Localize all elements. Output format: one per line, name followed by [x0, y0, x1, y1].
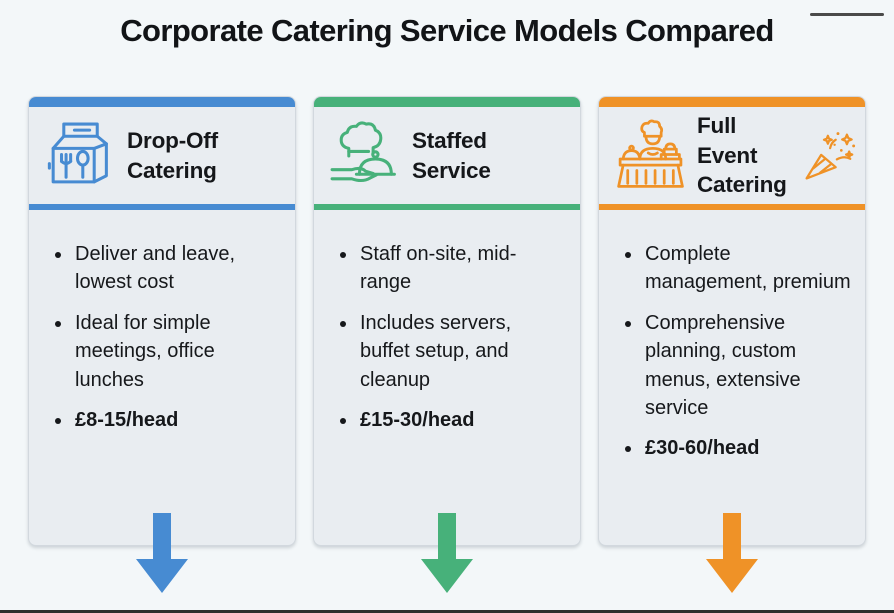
card-divider	[314, 204, 580, 210]
bullet-item: Complete management, premium	[643, 240, 851, 297]
card-header: Drop-Off Catering	[29, 107, 295, 204]
down-arrow-icon	[421, 513, 473, 593]
bullet-list: Deliver and leave, lowest cost Ideal for…	[53, 240, 281, 434]
card-header: Full Event Catering	[599, 107, 865, 204]
card-divider	[599, 204, 865, 210]
card-header: Staffed Service	[314, 107, 580, 204]
card-column-staffed: Staffed Service Staff on-site, mid-range…	[313, 96, 581, 593]
card-staffed: Staffed Service Staff on-site, mid-range…	[313, 96, 581, 546]
down-arrow-icon	[136, 513, 188, 593]
price-item: £8-15/head	[73, 406, 281, 434]
card-body: Deliver and leave, lowest cost Ideal for…	[29, 210, 295, 434]
card-full-event: Full Event Catering	[598, 96, 866, 546]
bullet-item: Staff on-site, mid-range	[358, 240, 566, 297]
card-title: Full Event Catering	[697, 112, 787, 198]
bullet-item: Comprehensive planning, custom menus, ex…	[643, 309, 851, 423]
party-popper-icon	[805, 131, 856, 180]
card-title: Drop-Off Catering	[127, 127, 218, 183]
buffet-table-icon	[617, 119, 684, 188]
chef-hat-serving-icon	[330, 120, 396, 182]
bullet-list: Complete management, premium Comprehensi…	[623, 240, 851, 463]
bullet-list: Staff on-site, mid-range Includes server…	[338, 240, 566, 434]
cards-row: Drop-Off Catering Deliver and leave, low…	[28, 96, 866, 593]
card-divider	[29, 204, 295, 210]
card-column-drop-off: Drop-Off Catering Deliver and leave, low…	[28, 96, 296, 593]
page: { "title": "Corporate Catering Service M…	[0, 13, 894, 613]
card-title: Staffed Service	[412, 127, 491, 183]
takeout-box-icon	[47, 122, 108, 183]
screen-edge-artifact-top	[810, 13, 884, 16]
card-top-bar	[314, 97, 580, 107]
card-column-full-event: Full Event Catering	[598, 96, 866, 593]
bullet-item: Ideal for simple meetings, office lunche…	[73, 309, 281, 394]
bullet-item: Includes servers, buffet setup, and clea…	[358, 309, 566, 394]
card-top-bar	[599, 97, 865, 107]
card-top-bar	[29, 97, 295, 107]
bullet-item: Deliver and leave, lowest cost	[73, 240, 281, 297]
price-item: £15-30/head	[358, 406, 566, 434]
card-drop-off: Drop-Off Catering Deliver and leave, low…	[28, 96, 296, 546]
price-item: £30-60/head	[643, 434, 851, 462]
card-body: Staff on-site, mid-range Includes server…	[314, 210, 580, 434]
down-arrow-icon	[706, 513, 758, 593]
page-title: Corporate Catering Service Models Compar…	[120, 13, 774, 48]
card-body: Complete management, premium Comprehensi…	[599, 210, 865, 463]
